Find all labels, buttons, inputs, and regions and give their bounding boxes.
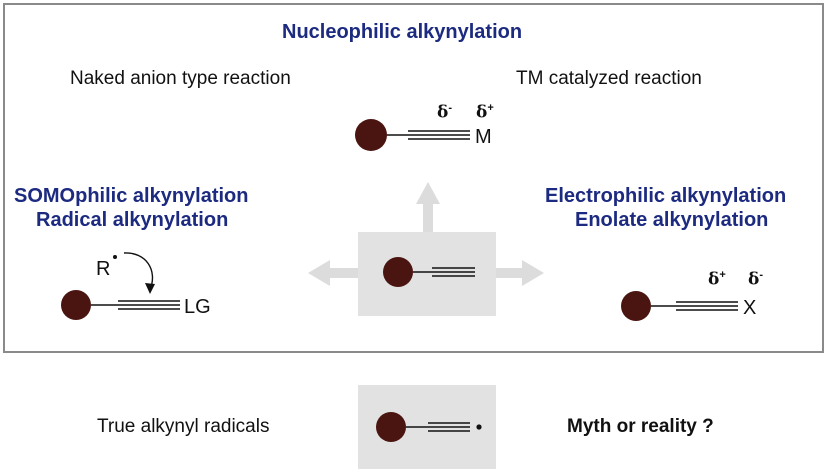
x-group-label: X — [743, 297, 757, 319]
center-alkyne — [383, 257, 475, 287]
ball — [376, 412, 406, 442]
radical-dot — [476, 424, 482, 430]
direction-arrows — [308, 182, 544, 286]
arrow-right-head — [522, 260, 544, 286]
delta-minus-right: δ- — [748, 269, 764, 290]
left-alkyne — [61, 252, 180, 320]
naked-anion-label: Naked anion type reaction — [70, 68, 291, 89]
ball — [621, 291, 651, 321]
enolate-title: Enolate alkynylation — [575, 209, 769, 231]
top-alkyne — [355, 119, 470, 151]
radical-r-label: R — [96, 258, 111, 280]
arrow-up-shaft — [423, 196, 433, 232]
main-frame — [3, 3, 824, 353]
tm-catalyzed-label: TM catalyzed reaction — [516, 68, 702, 89]
ball — [383, 257, 413, 287]
top-title: Nucleophilic alkynylation — [282, 21, 523, 43]
delta-minus-top: δ- — [437, 102, 453, 123]
true-alkynyl-label: True alkynyl radicals — [97, 416, 270, 437]
bottom-alkyne — [376, 412, 482, 442]
ball — [355, 119, 387, 151]
ball — [61, 290, 91, 320]
arrow-left-head — [308, 260, 330, 286]
somophilic-title: SOMOphilic alkynylation — [14, 185, 249, 207]
arrow-left-shaft — [322, 268, 358, 278]
curved-arrow-head — [145, 283, 155, 294]
electrophilic-title: Electrophilic alkynylation — [545, 185, 787, 207]
delta-plus-top: δ+ — [476, 102, 494, 123]
radical-title: Radical alkynylation — [36, 209, 229, 231]
right-alkyne — [621, 291, 738, 321]
myth-label: Myth or reality ? — [567, 416, 714, 437]
delta-plus-right: δ+ — [708, 269, 726, 290]
center-box — [358, 232, 496, 316]
metal-label: M — [475, 126, 492, 148]
leaving-group-label: LG — [184, 296, 211, 318]
radical-dot — [113, 255, 117, 259]
arrow-right-shaft — [496, 268, 526, 278]
arrow-up-head — [416, 182, 440, 204]
